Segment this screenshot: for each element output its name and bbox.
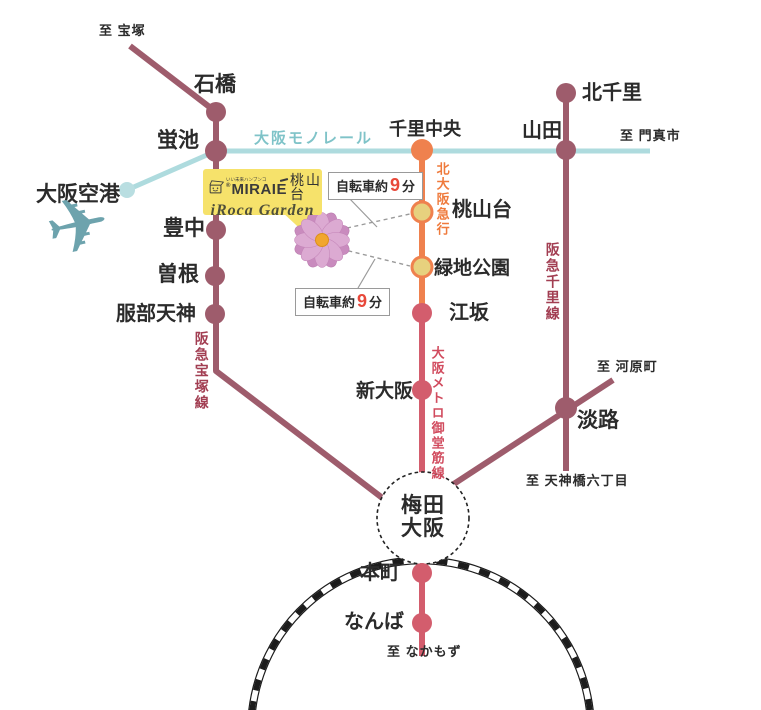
station-ryokuchi-koen: 緑地公園 — [434, 258, 511, 279]
cosmos-flower-icon — [294, 212, 350, 268]
dest-kawaramachi: 至 河原町 — [597, 359, 658, 374]
dot-hattori-tenjin — [205, 304, 225, 324]
midosuji-station-dots — [412, 303, 432, 633]
bike-suffix: 分 — [369, 295, 383, 310]
property-name: 桃山台 — [289, 172, 322, 202]
hankyu-takarazuka-line — [128, 43, 387, 503]
bike-prefix: 自転車約 — [303, 295, 356, 310]
line-label-midosuji: 大阪メトロ御堂筋線 — [429, 346, 445, 481]
bike-suffix: 分 — [402, 179, 416, 194]
connector-momoyamadai — [346, 213, 411, 229]
hankyu-kyoto-line — [441, 377, 615, 494]
brand-tagline: いい未来ハンブンコ — [226, 176, 267, 183]
station-kita-senri: 北千里 — [582, 82, 642, 104]
dot-shin-osaka — [412, 380, 432, 400]
station-toyonaka: 豊中 — [163, 217, 205, 240]
dot-honmachi — [412, 563, 432, 583]
station-senri-chuo: 千里中央 — [389, 119, 461, 139]
station-ishibashi: 石橋 — [194, 73, 236, 96]
dot-kita-senri — [556, 83, 576, 103]
dot-esaka — [412, 303, 432, 323]
dot-sone — [205, 266, 225, 286]
dot-yamada — [556, 140, 576, 160]
station-sone: 曽根 — [157, 263, 199, 286]
line-label-hankyu-takarazuka: 阪急宝塚線 — [193, 331, 210, 411]
dot-momoyamadai — [410, 200, 434, 224]
sub-brand-name: iRoca Garden — [210, 202, 315, 219]
property-bubble: いい未来ハンブンコ ® MIRAIE 桃山台 iRoca Garden — [203, 169, 322, 219]
station-osaka-airport: 大阪空港 — [36, 183, 120, 206]
line-label-hankyu-senri: 阪急千里線 — [544, 242, 561, 322]
bike-minutes: 9 — [390, 175, 401, 195]
station-awaji: 淡路 — [577, 409, 619, 432]
brand-name: MIRAIE — [231, 177, 289, 197]
connector-ryokuchikoen — [340, 248, 411, 267]
brand-block: いい未来ハンブンコ ® MIRAIE — [226, 176, 289, 197]
hub-line1: 梅田 — [401, 494, 445, 517]
registered-mark: ® — [226, 182, 231, 189]
house-face-icon — [209, 180, 224, 194]
umeda-hub-label: 梅田 大阪 — [377, 494, 469, 540]
station-hotarugaike: 蛍池 — [157, 129, 199, 152]
dest-tenjinbashi: 至 天神橋六丁目 — [526, 473, 629, 488]
property-logo-row: いい未来ハンブンコ ® MIRAIE 桃山台 — [208, 173, 322, 201]
dot-hotarugaike — [205, 140, 227, 162]
dot-ryokuchi-koen — [410, 255, 434, 279]
line-label-monorail: 大阪モノレール — [254, 130, 374, 147]
pointer-bike-label-2 — [357, 258, 376, 289]
station-shin-osaka: 新大阪 — [356, 381, 414, 402]
dot-awaji — [555, 397, 577, 419]
dest-nakamozu: 至 なかもず — [387, 644, 462, 659]
airport-station-dot — [119, 182, 135, 198]
line-label-kita-osaka-kyuko: 北大阪急行 — [434, 162, 450, 237]
station-honmachi: 本町 — [360, 562, 400, 584]
dot-namba — [412, 613, 432, 633]
pointer-bike-label-1 — [347, 196, 378, 228]
dot-toyonaka — [206, 220, 226, 240]
station-esaka: 江坂 — [449, 302, 489, 324]
dot-ishibashi — [206, 102, 226, 122]
hub-line2: 大阪 — [401, 517, 445, 540]
station-namba: なんば — [344, 611, 404, 633]
station-yamada: 山田 — [522, 120, 562, 142]
dest-takarazuka: 至 宝塚 — [99, 23, 146, 38]
station-hattori-tenjin: 服部天神 — [116, 303, 196, 325]
dot-senri-chuo — [411, 139, 433, 161]
hankyu-station-dots — [205, 83, 577, 419]
bike-minutes: 9 — [357, 291, 368, 311]
dest-kadoma: 至 門真市 — [620, 128, 681, 143]
bike-prefix: 自転車約 — [336, 179, 389, 194]
station-momoyamadai: 桃山台 — [452, 199, 512, 221]
